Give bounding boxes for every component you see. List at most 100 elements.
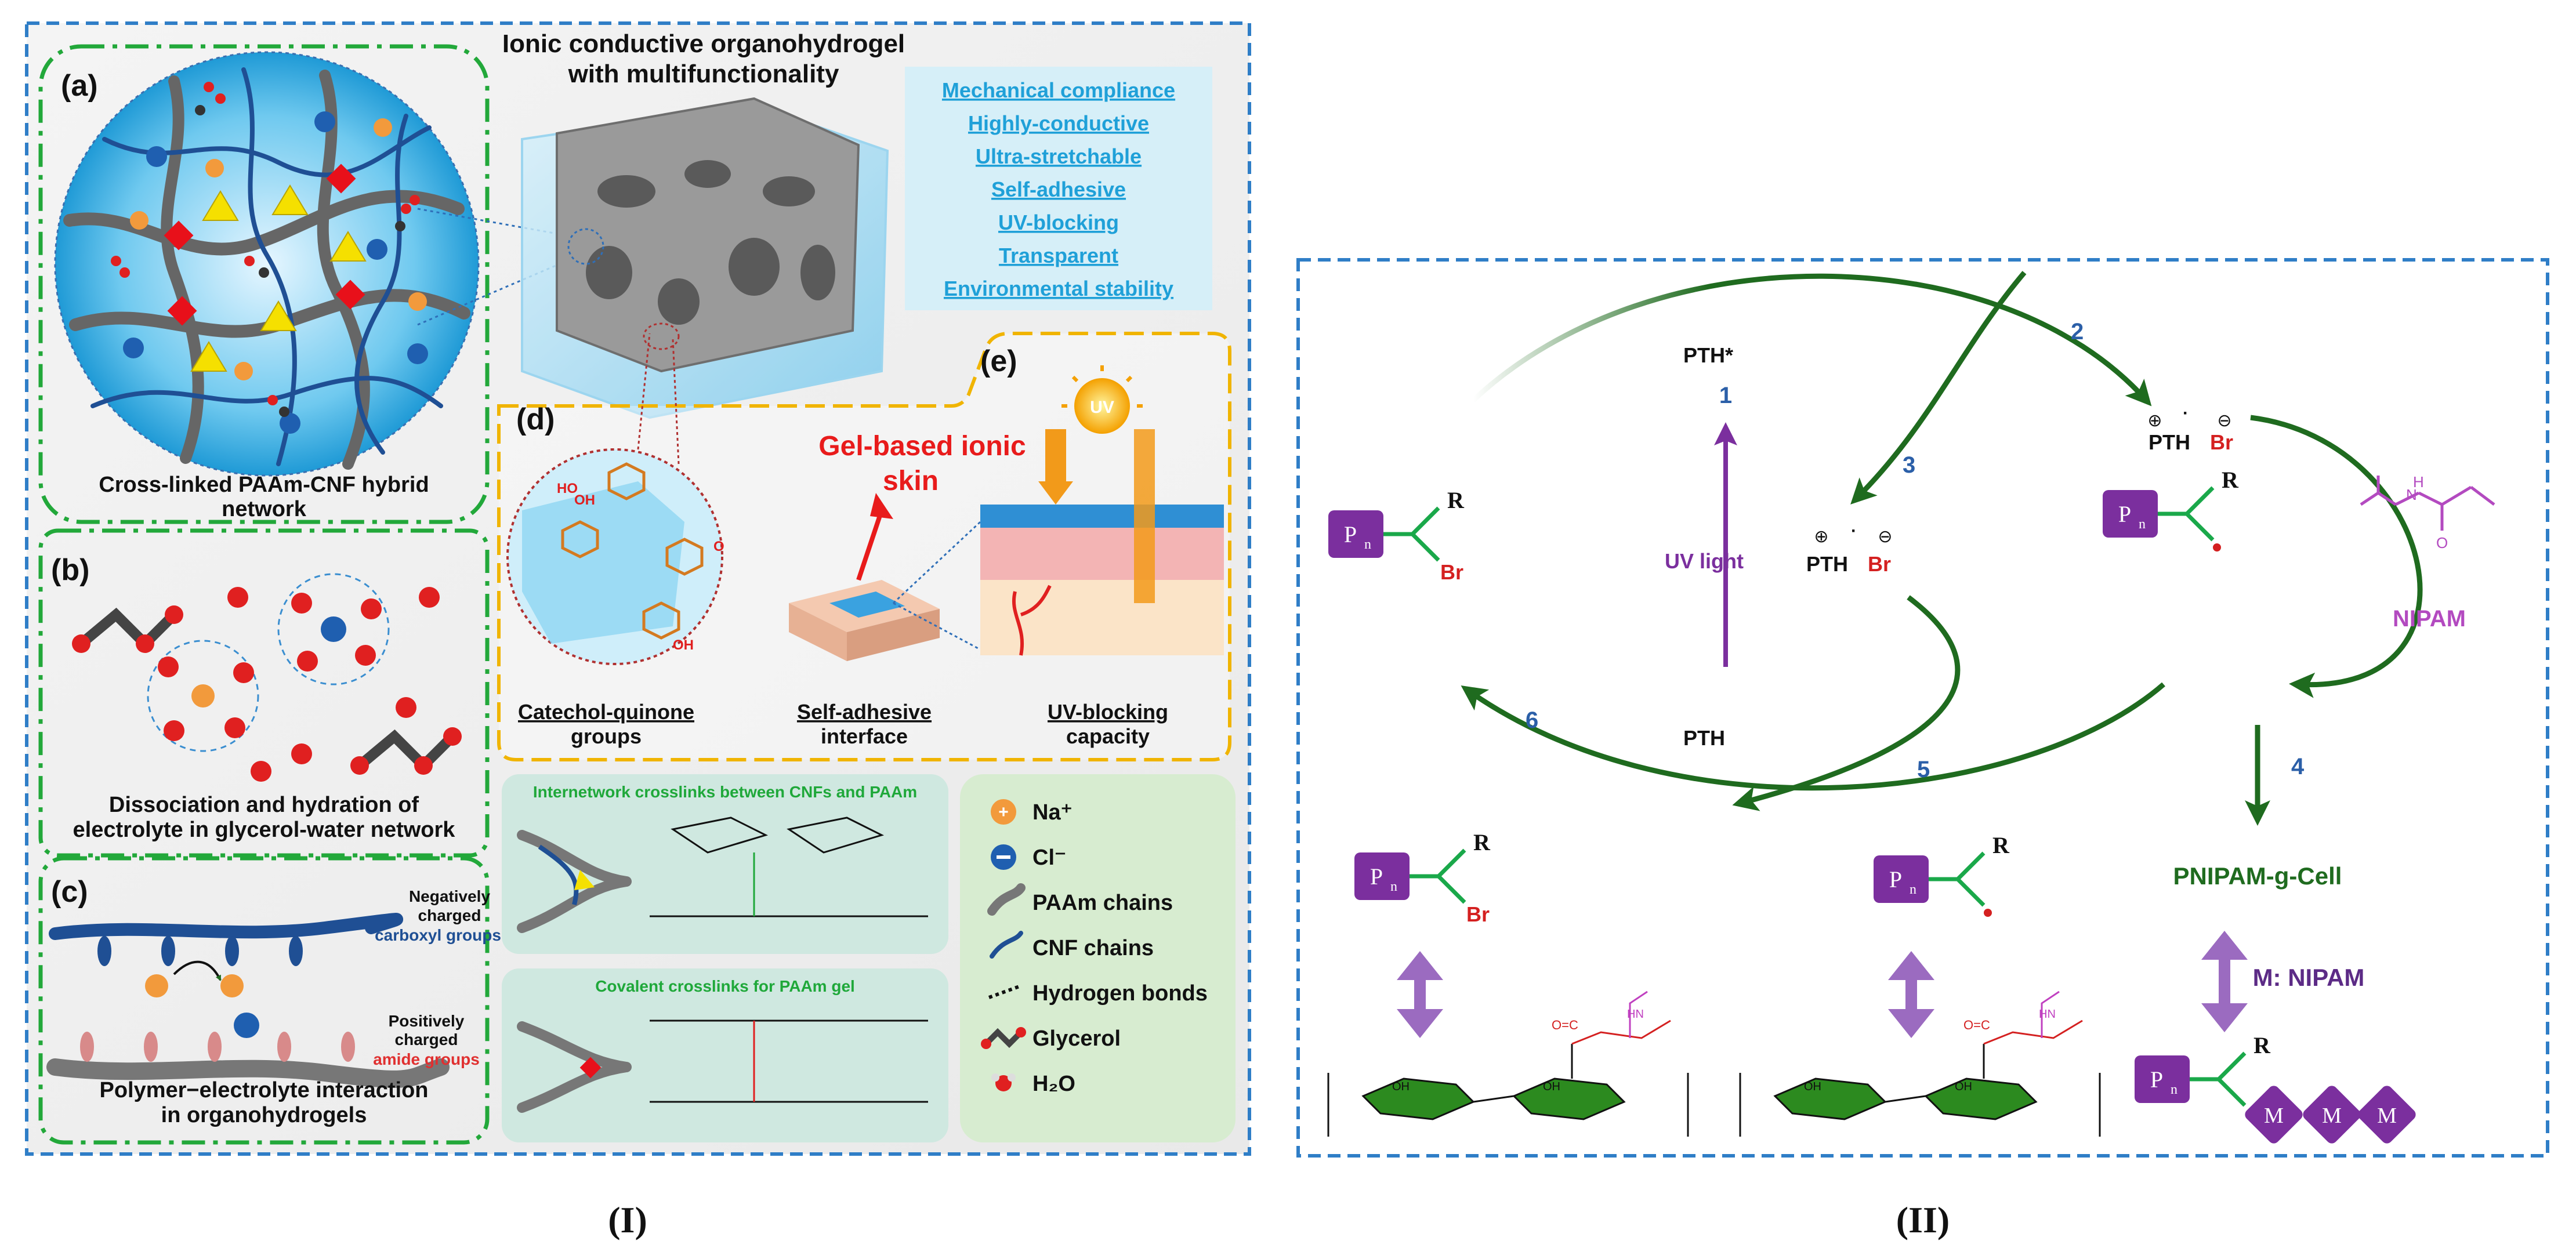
panel-d-skin-arrow [856, 509, 884, 581]
legend-label: Na⁺ [1032, 800, 1073, 825]
panel-c-negatively-line2: charged [418, 906, 481, 924]
panel-b-glycerol-molecules [72, 605, 462, 775]
double-arrows [1397, 931, 2248, 1038]
br-label: Br [1440, 560, 1463, 584]
panel-c-carboxyl-groups [97, 936, 303, 966]
r-group-label: R [2253, 1032, 2271, 1058]
nipam-addition-arrow [2250, 415, 2423, 698]
panel-c-paam-chain [46, 1058, 450, 1088]
panel-c-amide-groups [80, 1032, 355, 1062]
svg-text:OH: OH [673, 637, 694, 653]
panel-ii-label: (II) [1896, 1199, 1950, 1240]
crosslink2-box [502, 968, 948, 1142]
zoom-line-e-bottom [893, 602, 981, 651]
pn-label: P [2118, 501, 2131, 527]
pn-box [1354, 852, 1410, 900]
svg-text:O: O [713, 539, 724, 554]
br-label: Br [1466, 902, 1490, 926]
panel-d-skin-patch [789, 580, 940, 661]
panel-c-negatively-line1: Negatively [409, 887, 490, 905]
nipam-o-label: O [2436, 534, 2448, 552]
panel-b-caption-line2: electrolyte in glycerol-water network [73, 818, 456, 842]
nipam-nh-label: H [2413, 473, 2424, 491]
hydrogen-bond-icon [988, 984, 1022, 999]
panel-e-label: (e) [980, 344, 1017, 378]
property-list-box [905, 67, 1212, 310]
panel-d-caption2-line2: interface [821, 724, 908, 748]
panel-a-molecules [111, 82, 420, 417]
step5-label: 5 [1917, 757, 1930, 782]
pn-box [1328, 510, 1383, 558]
panel-d-caption2-line1: Self-adhesive [797, 700, 932, 724]
panel-c-carboxyl-label: carboxyl groups [375, 926, 501, 944]
panel-i-title-line1: Ionic conductive organohydrogel [502, 30, 905, 58]
nipam-n-label: N [2406, 486, 2417, 503]
panel-d-caption1-line2: groups [571, 724, 642, 748]
panel-e-caption-line1: UV-blocking [1048, 700, 1168, 724]
panel-e-caption-line2: capacity [1066, 724, 1150, 748]
pth-star-label: PTH* [1683, 343, 1733, 367]
property-item: Ultra-stretchable [976, 144, 1142, 168]
monomer-block: M [2358, 1086, 2416, 1144]
panel-a-network [63, 67, 470, 470]
svg-text:OH: OH [1543, 1080, 1560, 1093]
step5-arrow [1732, 595, 1961, 811]
cube-zoom-ellipse-d [643, 322, 680, 350]
zoom-line-d-left [637, 333, 651, 450]
step4-label: 4 [2291, 754, 2305, 779]
panel-b-frame [38, 528, 490, 858]
r-group-label: R [1992, 832, 2010, 858]
nipam-structure [2360, 476, 2495, 531]
property-item: Environmental stability [944, 277, 1173, 300]
m-nipam-label: M: NIPAM [2253, 964, 2365, 991]
svg-text:+: + [998, 803, 1009, 822]
panel-c-caption-line2: in organohydrogels [161, 1103, 367, 1127]
legend-label: Glycerol [1032, 1026, 1121, 1051]
panel-a-crosslink-triangles [190, 184, 367, 372]
br-middle-label: Br [1868, 552, 1891, 576]
svg-text:·: · [1851, 521, 1857, 540]
legend-item-glycerol: Glycerol [981, 1026, 1121, 1051]
legend-item-water: H₂O [991, 1072, 1075, 1096]
organohydrogel-cube [521, 97, 889, 419]
panel-b-water-molecules [158, 587, 440, 782]
panel-d-catechol-rings [561, 462, 704, 640]
panel-c-frame [38, 856, 490, 1145]
panel-c-caption-line1: Polymer−electrolyte interaction [99, 1078, 428, 1102]
pth-right-label: PTH [2149, 430, 2190, 454]
property-item: Highly-conductive [968, 111, 1149, 135]
cnf-chain-icon [990, 931, 1023, 959]
monomer-label: M [2377, 1104, 2397, 1128]
panel-a-frame [38, 44, 490, 524]
panel-d-label: (d) [516, 402, 555, 436]
pn-box [1874, 855, 1929, 903]
property-item: Self-adhesive [991, 177, 1126, 201]
svg-text:⊖: ⊖ [2217, 411, 2231, 430]
equivalence-double-arrow [2201, 931, 2248, 1032]
legend-label: CNF chains [1032, 936, 1154, 960]
svg-text:O=C: O=C [1552, 1018, 1578, 1032]
panel-c-label: (c) [51, 875, 88, 909]
legend-box [960, 774, 1236, 1142]
panel-b-caption-line1: Dissociation and hydration of [109, 793, 419, 817]
zoom-line-e-top [892, 521, 981, 604]
panel-e-sun-icon [1061, 365, 1143, 434]
svg-text:HN: HN [2039, 1008, 2056, 1021]
svg-text:HO: HO [557, 481, 578, 496]
panel-a-caption-line2: network [222, 497, 307, 521]
crosslink2-paam-strands [517, 1021, 632, 1113]
step2-arrow [1471, 273, 2152, 407]
step2-label: 2 [2071, 319, 2084, 344]
monomer-label: M [2322, 1104, 2342, 1128]
svg-text:·: · [2183, 404, 2189, 423]
r-group-label: R [1473, 829, 1491, 855]
glycerol-icon [984, 1028, 1023, 1048]
